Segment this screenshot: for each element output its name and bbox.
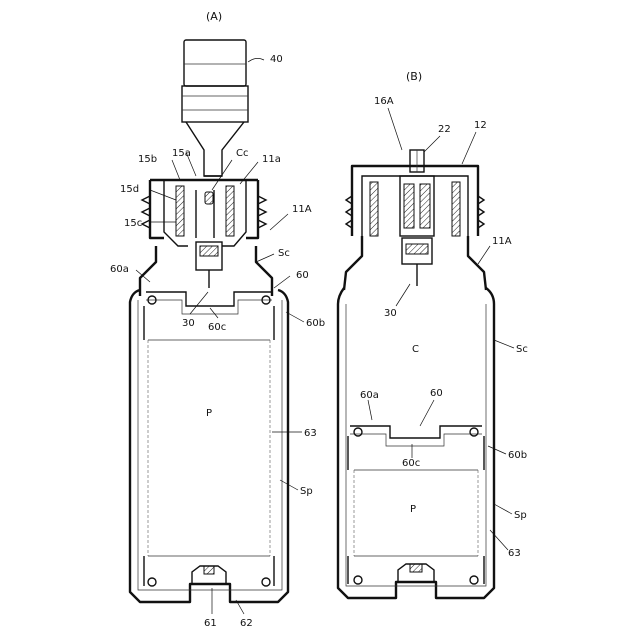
cap-assembly-a xyxy=(140,180,272,296)
labels-a: 40 15a 15b Cc 11a 15d 11A 15c Sc 60a 60 … xyxy=(110,54,325,629)
label-60: 60 xyxy=(296,270,309,281)
bottle-body-b xyxy=(338,288,494,598)
label-60-b: 60 xyxy=(430,388,443,399)
label-Sc: Sc xyxy=(278,248,290,259)
label-60b: 60b xyxy=(306,318,325,329)
label-11A-b: 11A xyxy=(492,236,512,247)
label-15b: 15b xyxy=(138,154,157,165)
label-16A: 16A xyxy=(374,96,394,107)
label-15a: 15a xyxy=(172,148,191,159)
label-60c: 60c xyxy=(208,322,226,333)
figure-a: (A) xyxy=(110,10,325,629)
label-Cc: Cc xyxy=(236,148,248,159)
label-15d: 15d xyxy=(120,184,139,195)
label-C: C xyxy=(412,344,419,355)
label-30: 30 xyxy=(182,318,195,329)
label-30-b: 30 xyxy=(384,308,397,319)
label-Sp-b: Sp xyxy=(514,510,527,521)
label-11A: 11A xyxy=(292,204,312,215)
label-60a: 60a xyxy=(110,264,129,275)
label-61: 61 xyxy=(204,618,217,629)
label-Sc-b: Sc xyxy=(516,344,528,355)
bottle-body-a xyxy=(130,290,288,602)
label-Sp: Sp xyxy=(300,486,313,497)
label-22: 22 xyxy=(438,124,451,135)
label-11a: 11a xyxy=(262,154,281,165)
leaders-a xyxy=(136,58,304,614)
figure-b-title: (B) xyxy=(406,70,422,83)
label-60b-b: 60b xyxy=(508,450,527,461)
label-62: 62 xyxy=(240,618,253,629)
label-63-b: 63 xyxy=(508,548,521,559)
label-P: P xyxy=(206,408,212,419)
figure-b: (B) xyxy=(338,70,528,598)
label-60a-b: 60a xyxy=(360,390,379,401)
label-15c: 15c xyxy=(124,218,142,229)
figure-a-title: (A) xyxy=(206,10,222,23)
label-40: 40 xyxy=(270,54,283,65)
leaders-b xyxy=(368,108,514,550)
label-P-b: P xyxy=(410,504,416,515)
label-63: 63 xyxy=(304,428,317,439)
label-60c-b: 60c xyxy=(402,458,420,469)
cap-assembly-b xyxy=(344,150,486,290)
label-12: 12 xyxy=(474,120,487,131)
